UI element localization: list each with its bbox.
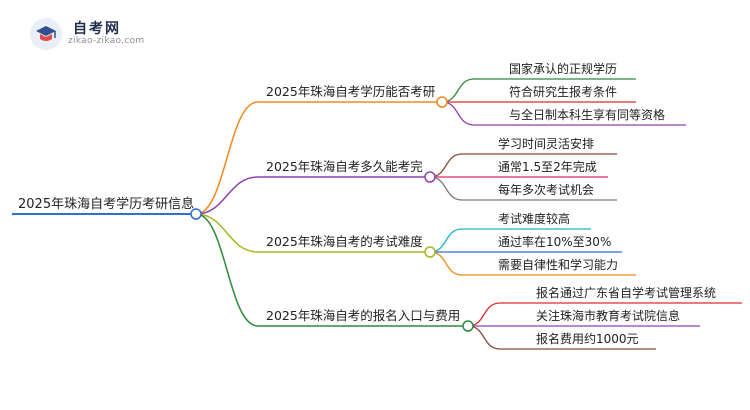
logo-title: 自考网 — [73, 21, 121, 37]
leaf-label: 国家承认的正规学历 — [509, 61, 617, 76]
branch-label: 2025年珠海自考的报名入口与费用 — [266, 308, 460, 323]
leaf-connector — [441, 101, 475, 126]
leaf-label: 学习时间灵活安排 — [498, 136, 594, 151]
root-node-circle — [190, 208, 202, 220]
branch-connector — [195, 176, 259, 215]
leaf-label: 符合研究生报考条件 — [509, 84, 617, 99]
leaf-connector — [467, 302, 501, 327]
branch-label: 2025年珠海自考多久能考完 — [266, 159, 423, 174]
leaf-connector — [467, 325, 501, 350]
leaf-label: 通过率在10%至30% — [498, 234, 611, 249]
leaf-connector — [429, 251, 463, 276]
leaf-label: 每年多次考试机会 — [498, 182, 594, 197]
logo-url: zikao-zikao.com — [68, 36, 145, 46]
branch-connector — [195, 101, 259, 215]
leaf-label: 报名通过广东省自学考试管理系统 — [536, 285, 716, 300]
branch-label: 2025年珠海自考的考试难度 — [266, 234, 423, 249]
leaf-label: 通常1.5至2年完成 — [498, 159, 597, 174]
leaf-label: 关注珠海市教育考试院信息 — [536, 308, 680, 323]
branch-node-circle — [462, 320, 474, 332]
graduation-cap-icon — [30, 18, 62, 50]
leaf-connector — [441, 78, 475, 103]
branch-node-circle — [424, 171, 436, 183]
leaf-label: 考试难度较高 — [498, 211, 570, 226]
leaf-label: 与全日制本科生享有同等资格 — [509, 107, 665, 122]
branch-label: 2025年珠海自考学历能否考研 — [266, 84, 435, 99]
root-label: 2025年珠海自考学历考研信息 — [18, 196, 194, 212]
leaf-connector — [429, 153, 463, 178]
branch-connector — [195, 213, 259, 327]
leaf-label: 需要自律性和学习能力 — [498, 257, 618, 272]
branch-node-circle — [436, 96, 448, 108]
leaf-connector — [429, 176, 463, 201]
branch-connector — [195, 213, 259, 253]
leaf-connector — [429, 228, 463, 253]
branch-node-circle — [424, 246, 436, 258]
leaf-label: 报名费用约1000元 — [536, 331, 639, 346]
